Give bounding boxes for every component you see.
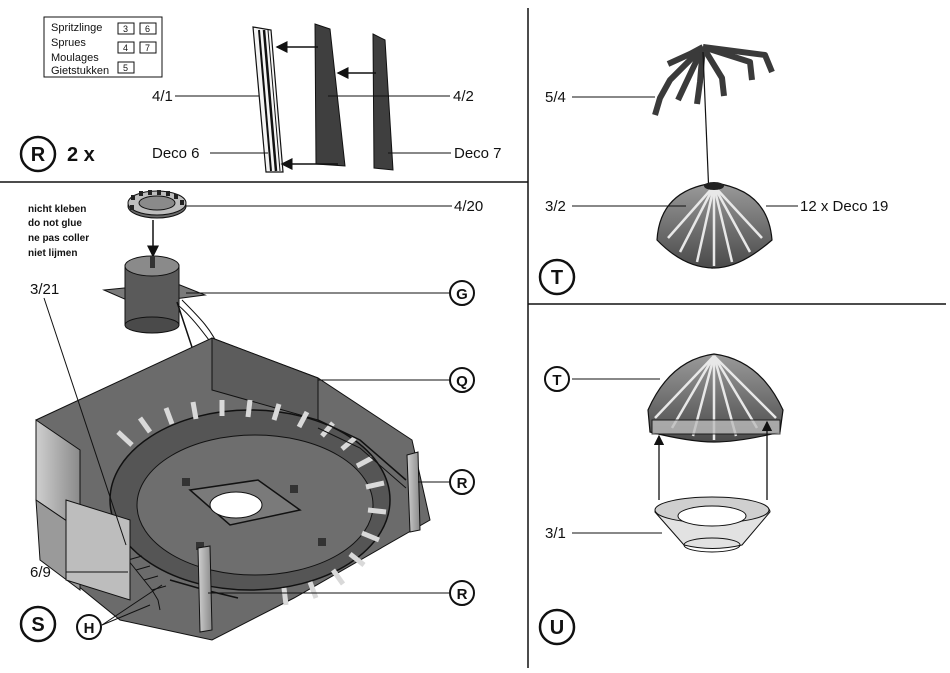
panel-t: 5/4 3/2 12 x Deco 19 T [540, 47, 888, 294]
deco-label: Deco 7 [454, 145, 502, 162]
step-label-r: R [31, 144, 46, 166]
part-4-1-drawing [253, 27, 283, 172]
part-label: 5/4 [545, 89, 566, 106]
deco-label: 12 x Deco 19 [800, 198, 888, 215]
part-4-2-drawing [315, 24, 345, 166]
gear-part-drawing [128, 190, 186, 218]
panel-s: nicht kleben do not glue ne pas coller n… [21, 190, 483, 641]
legend-box: 5 [123, 63, 128, 73]
legend-box: 7 [145, 43, 150, 53]
dome-part-drawing [657, 182, 772, 268]
part-label: 6/9 [30, 564, 51, 581]
note-line: niet lijmen [28, 248, 77, 259]
ref-label: G [456, 286, 468, 303]
part-label: 3/1 [545, 525, 566, 542]
part-label: 4/2 [453, 88, 474, 105]
legend-box: 6 [145, 24, 150, 34]
deco-label: Deco 6 [152, 145, 200, 162]
ref-label: T [552, 372, 561, 389]
motor-housing-drawing [104, 256, 220, 350]
multiplier-label: 2 x [67, 144, 95, 166]
legend-row-label: Spritzlinge [51, 22, 102, 34]
step-label-u: U [550, 617, 564, 639]
ring-part-drawing [655, 497, 770, 552]
ref-label: R [457, 586, 468, 603]
part-label: 4/1 [152, 88, 173, 105]
panel-u: T 3/1 U [540, 354, 783, 644]
legend-box: 4 [123, 43, 128, 53]
dome-assembled-drawing [648, 354, 783, 442]
legend-row-label: Moulages [51, 52, 99, 64]
note-line: nicht kleben [28, 204, 86, 215]
ref-label: Q [456, 373, 468, 390]
part-label: 4/20 [454, 198, 483, 215]
ref-label: H [84, 620, 95, 637]
part-label: 3/21 [30, 281, 59, 298]
part-label: 3/2 [545, 198, 566, 215]
sprue-legend: Spritzlinge Sprues Moulages Gietstukken … [44, 17, 162, 77]
legend-row-label: Gietstukken [51, 65, 109, 77]
roundhouse-base-drawing [36, 338, 430, 640]
note-line: ne pas coller [28, 233, 89, 244]
note-line: do not glue [28, 218, 82, 229]
deco-7-drawing [373, 34, 393, 170]
step-label-s: S [31, 614, 44, 636]
legend-row-label: Sprues [51, 37, 86, 49]
ref-label: R [457, 475, 468, 492]
legend-box: 3 [123, 24, 128, 34]
spider-part-drawing [655, 47, 772, 115]
step-label-t: T [551, 267, 563, 289]
